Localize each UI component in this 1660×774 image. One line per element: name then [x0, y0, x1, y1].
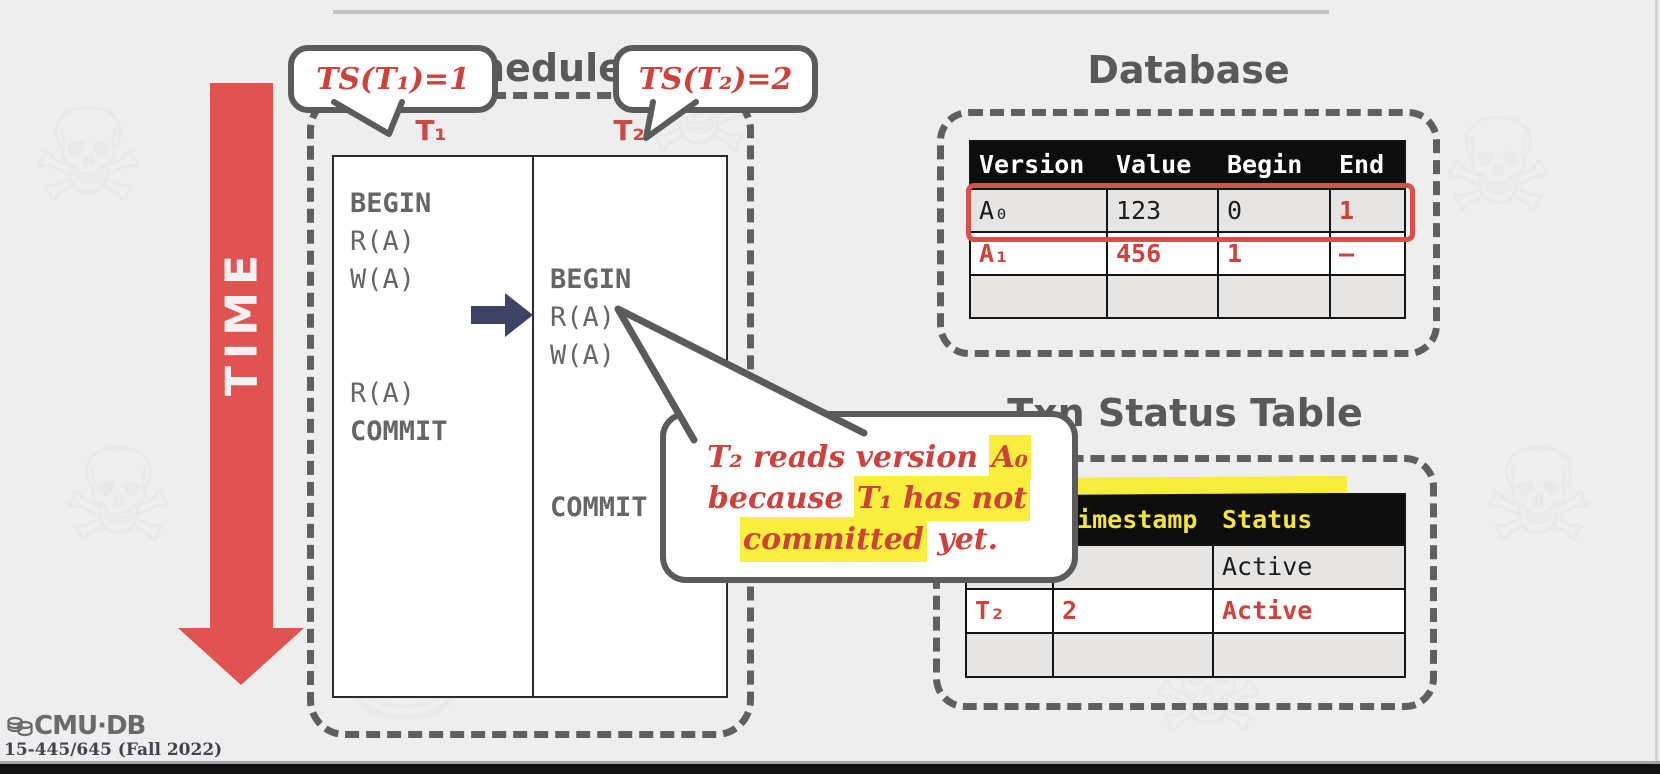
header-end: End: [1331, 142, 1404, 188]
ts-t1-text: TS(T₁)=1: [316, 61, 470, 97]
t1-operations: BEGIN R(A) W(A) R(A) COMMIT: [334, 185, 516, 451]
callout-text: because: [707, 480, 854, 516]
time-axis-label: TIME: [216, 247, 268, 397]
time-arrow-head: [178, 628, 304, 685]
cell-txnid: [967, 634, 1054, 676]
t1-op: [334, 337, 516, 375]
cell-end: [1331, 276, 1404, 317]
cell-version: A₁: [971, 233, 1108, 274]
slide-divider-line: [333, 10, 1329, 14]
t1-op: R(A): [350, 226, 416, 257]
t1-op: COMMIT: [350, 416, 448, 447]
cell-status: Active: [1222, 552, 1313, 581]
cell-begin: [1219, 276, 1331, 317]
cmu-db-logo-icon: [7, 716, 33, 737]
cell-version: A₀: [971, 190, 1108, 231]
schedule-column-divider: [532, 157, 534, 696]
ts-t1-bubble: TS(T₁)=1: [288, 45, 498, 113]
callout-line: committed yet.: [739, 516, 999, 562]
callout-bubble: T₂ reads version A₀ because T₁ has not c…: [660, 411, 1078, 583]
table-row: [967, 632, 1404, 676]
callout-text: yet.: [926, 521, 999, 557]
cell-value: [1108, 276, 1219, 317]
cell-timestamp: [1054, 546, 1214, 588]
cell-version: [971, 276, 1108, 317]
cell-begin: 1: [1219, 233, 1331, 274]
t2-op: [534, 185, 716, 223]
skull-watermark-icon: ☠: [30, 80, 147, 232]
t2-column-label: T₂: [613, 114, 645, 147]
database-header-row: Version Value Begin End: [971, 142, 1404, 188]
time-arrow-shaft: [210, 83, 273, 628]
t2-op: BEGIN: [550, 264, 632, 295]
table-row: A₀ 123 0 1: [971, 188, 1404, 231]
database-table: Version Value Begin End A₀ 123 0 1 A₁ 45…: [966, 140, 1415, 319]
bottom-black-bar: [0, 764, 1660, 774]
t2-op: [534, 375, 716, 413]
header-begin: Begin: [1219, 142, 1331, 188]
t1-op: W(A): [350, 264, 416, 295]
t2-op: R(A): [550, 302, 616, 333]
table-row: A₁ 456 1 –: [971, 231, 1404, 274]
table-row: [971, 274, 1404, 317]
cell-timestamp: 2: [1054, 590, 1214, 632]
bottom-gray-line: [0, 761, 1660, 764]
skull-watermark-icon: ☠: [1480, 420, 1597, 572]
database-dashed-box: [937, 109, 1440, 357]
header-value: Value: [1108, 142, 1219, 188]
slide-right-edge: [1655, 0, 1658, 774]
ts-t2-bubble: TS(T₂)=2: [613, 45, 818, 113]
callout-line: T₂ reads version A₀: [707, 434, 1031, 480]
cell-txnid: T₂: [967, 590, 1054, 632]
database-title: Database: [1087, 48, 1290, 92]
header-status: Status: [1214, 495, 1404, 544]
cmu-db-logo-text: CMU·DB: [34, 711, 146, 741]
cell-timestamp: [1054, 634, 1214, 676]
skull-watermark-icon: ☠: [1440, 90, 1557, 242]
skull-watermark-icon: ☠: [60, 420, 177, 572]
callout-highlight: T₁ has not: [853, 475, 1031, 521]
cell-status: [1214, 634, 1404, 676]
course-label: 15-445/645 (Fall 2022): [4, 740, 223, 760]
ts-t2-text: TS(T₂)=2: [638, 61, 793, 97]
cell-value: 456: [1108, 233, 1219, 274]
cell-value: 123: [1108, 190, 1219, 231]
cell-begin: 0: [1219, 190, 1331, 231]
t2-op: W(A): [550, 340, 616, 371]
callout-highlight: A₀: [988, 434, 1031, 480]
callout-text: T₂ reads version: [707, 439, 989, 475]
table-row: T₂ 2 Active: [967, 588, 1404, 632]
cell-status: Active: [1222, 596, 1313, 625]
t2-op: COMMIT: [550, 492, 648, 523]
header-timestamp: Timestamp: [1054, 495, 1214, 544]
t1-op: R(A): [350, 378, 416, 409]
header-version: Version: [971, 142, 1108, 188]
t2-operations: BEGIN R(A) W(A) COMMIT: [534, 185, 716, 527]
current-op-arrow-icon: [471, 293, 533, 337]
cell-end: –: [1339, 239, 1355, 268]
t1-column-label: T₁: [415, 114, 447, 147]
t1-op: BEGIN: [350, 188, 432, 219]
t2-op: [534, 223, 716, 261]
callout-highlight: committed: [739, 516, 927, 562]
callout-line: because T₁ has not: [707, 475, 1031, 521]
cell-end: 1: [1339, 196, 1355, 225]
